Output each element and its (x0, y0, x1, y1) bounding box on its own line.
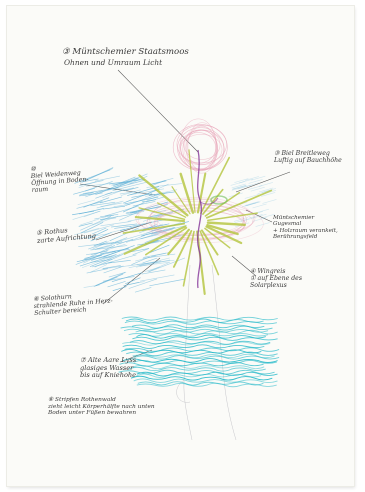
annotation-line: ① auf Ebene des (250, 275, 302, 282)
feather-stroke (123, 282, 139, 286)
feather-stroke (149, 178, 173, 184)
annotation-line: ③ Müntschemier Staatsmoos (62, 48, 189, 58)
annotation-breitleweg: ③ Biel Breitleweg Luftig auf Bauchhöhe (274, 150, 342, 164)
feather-stroke (108, 281, 126, 287)
ray-stroke (208, 223, 245, 225)
annotation-wingreis: ④ Wingreis ① auf Ebene des Solarplexus (250, 268, 302, 289)
annotation-gugesmal: Müntschemier Gugesmal + Holzraum veranke… (273, 215, 338, 241)
annotation-staatsmoos: ③ Müntschemier Staatsmoos Ohnen und Umra… (62, 48, 189, 67)
annotation-weidenweg: ⑩ Biel Weidenweg Öffnung in Boden- raum (30, 162, 89, 194)
blue-feather-wing (72, 167, 276, 292)
feather-stroke (111, 229, 125, 232)
leader-line (236, 172, 290, 192)
annotation-line: Berührungsfeld (273, 234, 338, 240)
feather-stroke (140, 275, 174, 281)
halo-loop (187, 127, 216, 170)
feather-stroke (262, 199, 276, 203)
feather-stroke (256, 223, 270, 227)
feather-stroke (253, 204, 267, 208)
annotation-alte-aare: ⑦ Alte Aare Lyss glasiges Wasser bis auf… (80, 357, 136, 380)
feather-stroke (248, 186, 262, 190)
feather-stroke (149, 279, 185, 286)
feather-stroke (85, 188, 119, 196)
feather-stroke (113, 177, 135, 186)
feather-stroke (88, 243, 104, 249)
annotation-line: Luftig auf Bauchhöhe (274, 157, 342, 164)
feather-stroke (135, 287, 151, 292)
leader-line (118, 70, 198, 152)
annotation-line: Boden unter Füßen bewahren (48, 410, 155, 417)
annotation-rothenwald: ⑧ Stripfen Rothenwald zieht leicht Körpe… (48, 397, 155, 417)
feather-stroke (113, 287, 127, 291)
feather-stroke (149, 258, 185, 272)
annotation-line: Ohnen und Umraum Licht (62, 59, 189, 68)
feather-stroke (251, 187, 265, 191)
water-wave (123, 345, 265, 349)
water-wave (122, 342, 270, 345)
feather-stroke (125, 187, 139, 191)
feather-stroke (245, 202, 259, 206)
annotation-line: ③ Biel Breitleweg (274, 150, 342, 157)
feather-stroke (232, 186, 246, 190)
annotation-line: zieht leicht Körperhälfte nach unten (48, 404, 155, 411)
feather-stroke (95, 176, 120, 181)
annotation-line: ④ Wingreis (250, 268, 302, 275)
feather-stroke (105, 206, 139, 216)
feather-stroke (111, 224, 137, 227)
feather-stroke (142, 270, 166, 274)
annotation-line: ⑧ Stripfen Rothenwald (48, 397, 155, 404)
annotation-line: Solarplexus (250, 282, 302, 289)
annotation-line: bis auf Kniehohe (80, 372, 136, 380)
feather-stroke (94, 277, 118, 287)
teal-water-waves (119, 317, 280, 387)
